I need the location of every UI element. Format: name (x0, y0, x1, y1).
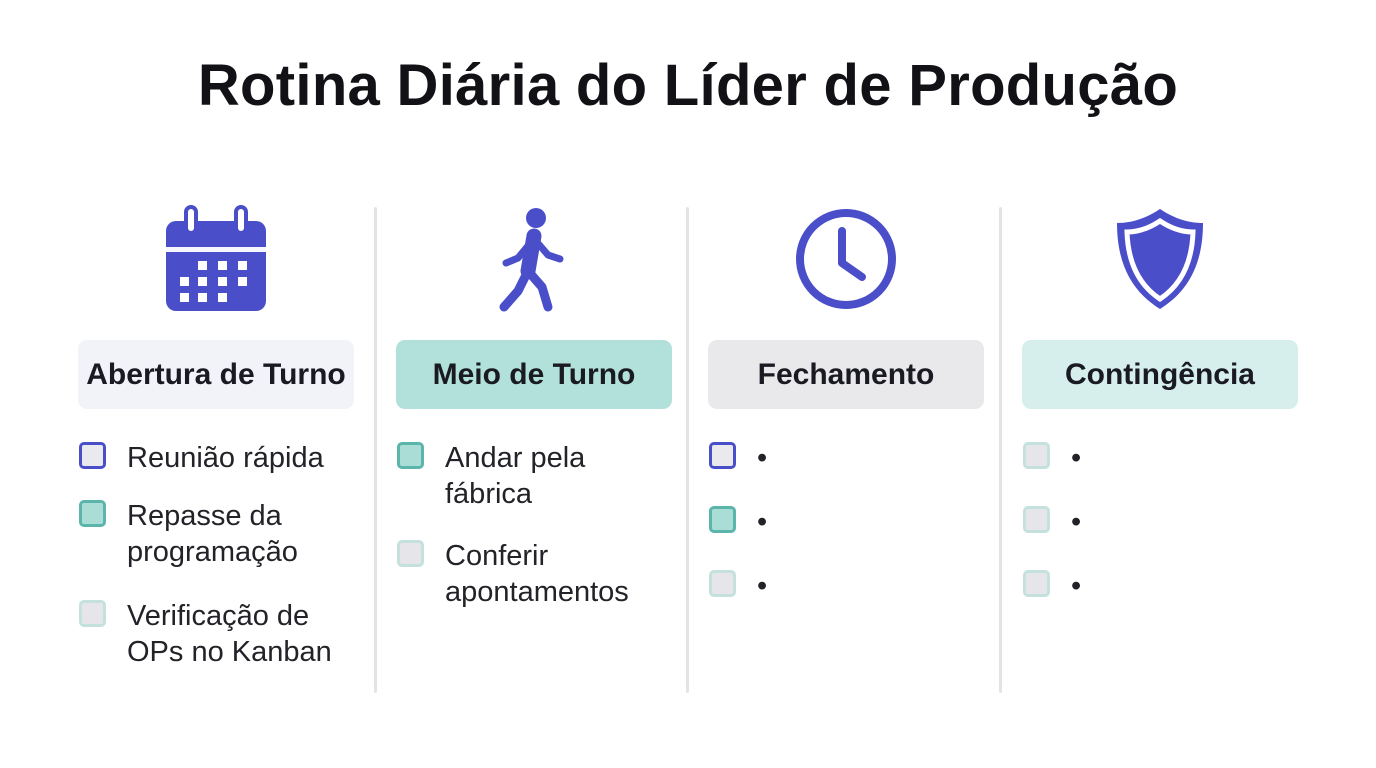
checklist: Reunião rápida Repasse da programação Ve… (78, 440, 354, 692)
item-label: Andar pela fábrica (445, 442, 586, 510)
list-item: • (1022, 440, 1298, 476)
checkbox[interactable] (709, 570, 736, 597)
calendar-icon (78, 200, 354, 318)
list-item: • (1022, 568, 1298, 604)
walking-person-icon (396, 200, 672, 318)
header-abertura-de-turno: Abertura de Turno (78, 340, 354, 409)
list-item: Repasse da programação (78, 498, 354, 570)
checkbox[interactable] (1023, 570, 1050, 597)
item-label: • (1071, 442, 1082, 474)
checkbox[interactable] (79, 442, 106, 469)
checklist: • • • (1022, 440, 1298, 626)
checkbox[interactable] (79, 500, 106, 527)
list-item: • (1022, 504, 1298, 540)
header-meio-de-turno: Meio de Turno (396, 340, 672, 409)
list-item: • (708, 504, 984, 540)
list-item: • (708, 440, 984, 476)
list-item: • (708, 568, 984, 604)
column-divider-1 (374, 207, 377, 693)
shield-icon (1022, 200, 1298, 318)
column-meio-de-turno: Meio de Turno Andar pela fábrica Conferi… (396, 200, 672, 700)
page-title: Rotina Diária do Líder de Produção (197, 53, 1179, 118)
item-label: • (1071, 570, 1082, 602)
checklist: Andar pela fábrica Conferir apontamentos (396, 440, 672, 632)
column-divider-2 (686, 207, 689, 693)
list-item: Reunião rápida (78, 440, 354, 476)
list-item: Andar pela fábrica (396, 440, 672, 512)
item-label: Verificação de OPs no Kanban (127, 600, 332, 668)
checkbox[interactable] (709, 506, 736, 533)
checkbox[interactable] (1023, 442, 1050, 469)
list-item: Conferir apontamentos (396, 538, 672, 610)
checkbox[interactable] (79, 600, 106, 627)
column-divider-3 (999, 207, 1002, 693)
header-contingencia: Contingência (1022, 340, 1298, 409)
checklist: • • • (708, 440, 984, 626)
item-label: Reunião rápida (127, 442, 324, 474)
item-label: • (757, 570, 768, 602)
checkbox[interactable] (397, 540, 424, 567)
list-item: Verificação de OPs no Kanban (78, 598, 354, 670)
column-abertura-de-turno: Abertura de Turno Reunião rápida Repasse… (78, 200, 354, 700)
column-contingencia: Contingência • • • (1022, 200, 1298, 700)
item-label: • (757, 506, 768, 538)
header-fechamento: Fechamento (708, 340, 984, 409)
checkbox[interactable] (397, 442, 424, 469)
item-label: • (757, 442, 768, 474)
item-label: • (1071, 506, 1082, 538)
column-fechamento: Fechamento • • • (708, 200, 984, 700)
checkbox[interactable] (1023, 506, 1050, 533)
item-label: Conferir apontamentos (445, 540, 629, 608)
checkbox[interactable] (709, 442, 736, 469)
clock-icon (708, 200, 984, 318)
item-label: Repasse da programação (127, 500, 298, 568)
